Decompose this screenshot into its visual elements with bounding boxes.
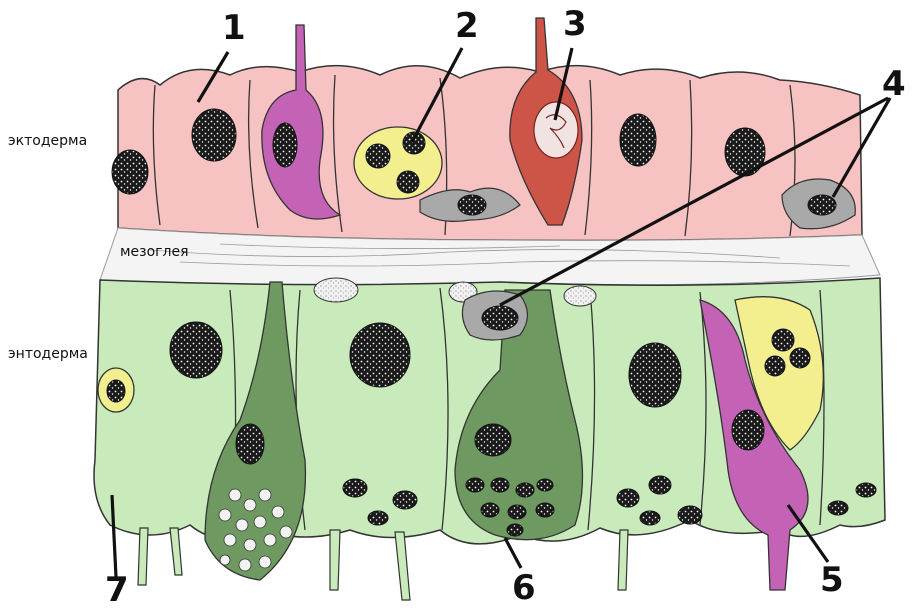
callout-4: 4	[882, 64, 906, 104]
digestive-cell-nucleus	[350, 323, 410, 387]
interstitial-cell-nucleus	[366, 144, 390, 168]
nerve-cell-nucleus	[482, 306, 518, 330]
digestive-cell-nucleus	[170, 322, 222, 378]
ectoderm-nucleus	[620, 114, 656, 166]
interstitial-cells-cluster	[354, 127, 442, 199]
interstitial-cell-nucleus	[790, 348, 810, 368]
callout-6: 6	[512, 568, 536, 608]
ectoderm-label: эктодерма	[8, 133, 87, 149]
sensory-cell-nucleus	[732, 410, 764, 450]
mesoglea-label: мезоглея	[120, 244, 189, 260]
ectoderm-nucleus	[725, 128, 765, 176]
pointer-6	[505, 538, 521, 568]
food-vacuole	[314, 278, 358, 302]
interstitial-cell-nucleus	[772, 329, 794, 351]
callout-5: 5	[820, 560, 844, 600]
gland-cell-nucleus	[236, 424, 264, 464]
ectoderm-layer	[112, 18, 862, 240]
callout-2: 2	[455, 6, 479, 46]
gland-cell-nucleus	[475, 424, 511, 456]
callout-7: 7	[105, 570, 129, 610]
digestive-cell-nucleus	[629, 343, 681, 407]
callout-3: 3	[563, 4, 587, 44]
epithelial-muscle-cell-nucleus	[192, 109, 236, 161]
interstitial-cell-nucleus	[765, 356, 785, 376]
sensory-cell-nucleus	[273, 123, 297, 167]
food-vacuole	[564, 286, 596, 306]
ectoderm-nucleus	[112, 150, 148, 194]
nerve-cell-nucleus	[458, 195, 486, 215]
nerve-cell-nucleus	[808, 195, 836, 215]
endoderm-layer	[94, 278, 885, 600]
interstitial-cell-nucleus	[107, 380, 125, 402]
interstitial-cell-nucleus	[397, 171, 419, 193]
endoderm-label: энтодерма	[8, 346, 88, 362]
callout-1: 1	[222, 8, 246, 48]
